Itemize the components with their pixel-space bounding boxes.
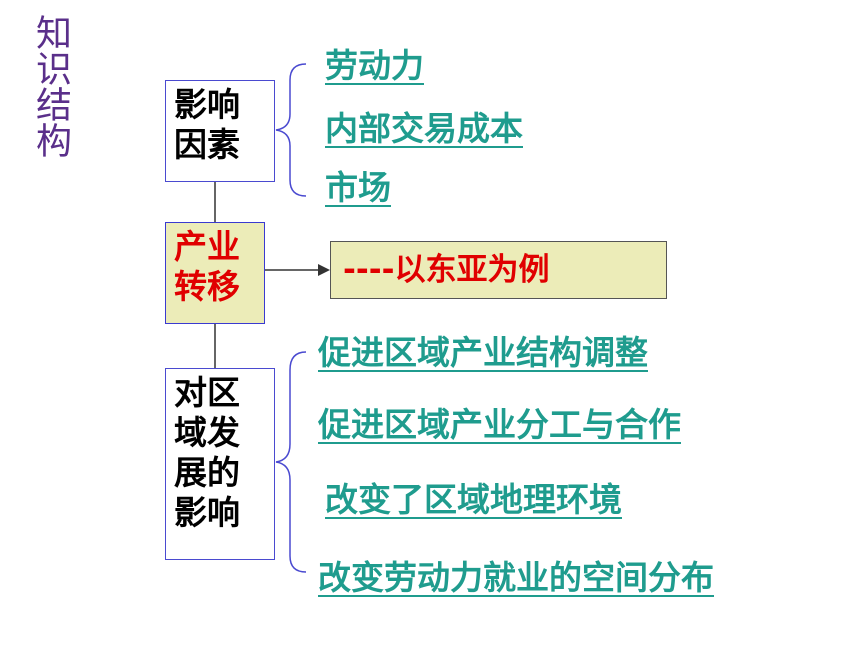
impact-link-structure[interactable]: 促进区域产业结构调整 bbox=[318, 333, 648, 372]
brace-impacts bbox=[275, 351, 307, 573]
factor-link-labor[interactable]: 劳动力 bbox=[325, 46, 424, 85]
impact-link-environment[interactable]: 改变了区域地理环境 bbox=[325, 480, 622, 519]
regional-impact-box: 对区域发展的影响 bbox=[165, 368, 275, 560]
east-asia-example-box: ----以东亚为例 bbox=[330, 241, 667, 299]
impact-link-employment[interactable]: 改变劳动力就业的空间分布 bbox=[318, 558, 714, 597]
side-title: 知识结构 bbox=[30, 14, 71, 158]
brace-factors bbox=[275, 63, 307, 197]
industry-transfer-box: 产业转移 bbox=[165, 222, 265, 324]
impact-link-division[interactable]: 促进区域产业分工与合作 bbox=[318, 405, 681, 444]
arrow-head bbox=[318, 264, 330, 276]
factor-link-transaction-cost[interactable]: 内部交易成本 bbox=[325, 109, 523, 148]
factor-link-market[interactable]: 市场 bbox=[325, 168, 391, 207]
factors-box: 影响因素 bbox=[165, 80, 275, 182]
